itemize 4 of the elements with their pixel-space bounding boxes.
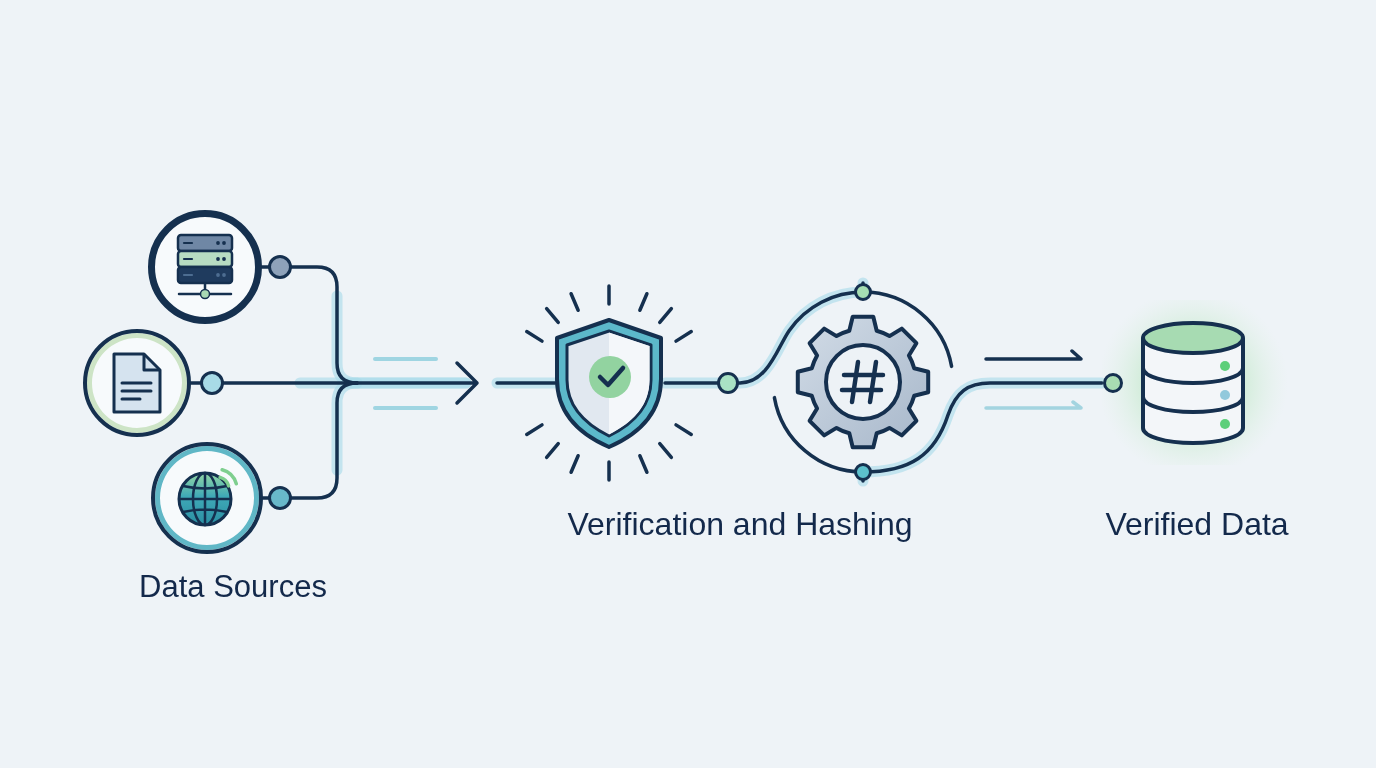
stage-label: Verification and Hashing bbox=[567, 505, 913, 544]
gear-with-hash-symbol bbox=[771, 283, 955, 481]
stage-label: Data Sources bbox=[139, 568, 327, 606]
stage-label: Verified Data bbox=[1105, 505, 1289, 544]
